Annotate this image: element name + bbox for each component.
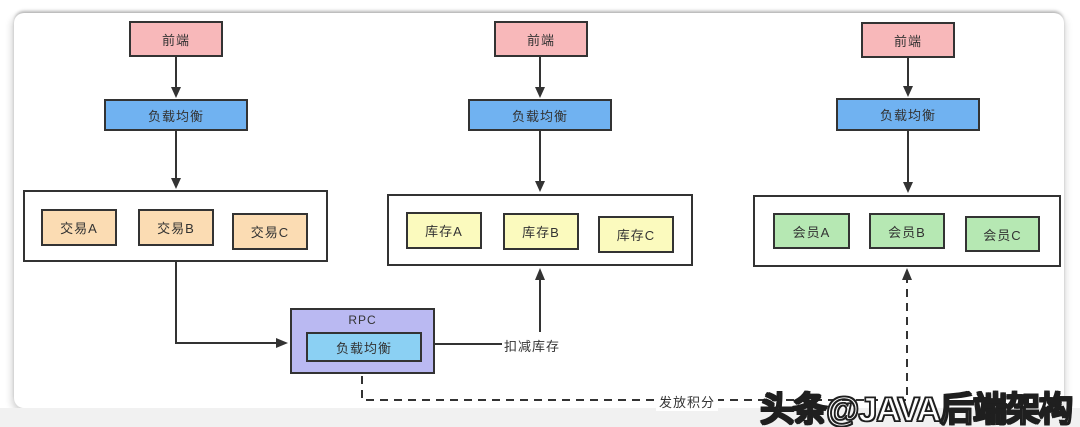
member-load-balancer-box: 负载均衡 — [836, 98, 980, 131]
trade-service-b-box: 交易B — [138, 209, 214, 246]
trade-load-balancer-label: 负载均衡 — [147, 108, 204, 124]
rpc-title: RPC — [348, 313, 377, 327]
inventory-load-balancer-box: 负载均衡 — [468, 99, 612, 131]
bottom-gray-strip — [0, 408, 1080, 427]
member-frontend-label: 前端 — [893, 33, 922, 49]
member-service-c-label: 会员C — [983, 227, 1022, 243]
trade-frontend-label: 前端 — [161, 32, 190, 48]
trade-service-c-label: 交易C — [250, 225, 290, 240]
inventory-service-b-box: 库存B — [503, 213, 579, 250]
inventory-service-a-box: 库存A — [406, 212, 482, 249]
watermark-text: 头条@JAVA后端架构 — [759, 390, 1073, 427]
trade-service-b-label: 交易B — [157, 221, 195, 236]
trade-service-a-box: 交易A — [41, 209, 117, 246]
edge-label-grant-points: 发放积分 — [656, 392, 719, 411]
member-service-b-label: 会员B — [888, 224, 926, 240]
member-service-b-box: 会员B — [869, 213, 945, 249]
rpc-load-balancer-label: 负载均衡 — [335, 340, 392, 356]
inventory-frontend-box: 前端 — [494, 21, 588, 57]
trade-frontend-box: 前端 — [129, 21, 223, 57]
inventory-service-c-label: 库存C — [616, 228, 656, 243]
member-load-balancer-label: 负载均衡 — [879, 108, 936, 123]
rpc-box: RPC 负载均衡 — [290, 308, 435, 374]
member-frontend-box: 前端 — [861, 22, 955, 58]
inventory-frontend-label: 前端 — [526, 32, 555, 48]
trade-service-a-label: 交易A — [60, 221, 98, 236]
edge-label-deduct-inventory: 扣减库存 — [504, 339, 561, 354]
inventory-load-balancer-label: 负载均衡 — [511, 108, 568, 124]
member-service-a-box: 会员A — [773, 213, 850, 249]
inventory-service-b-label: 库存B — [522, 225, 560, 240]
trade-service-c-box: 交易C — [232, 213, 308, 250]
inventory-service-c-box: 库存C — [598, 216, 674, 253]
member-service-c-box: 会员C — [965, 216, 1040, 252]
inventory-service-a-label: 库存A — [425, 224, 463, 239]
rpc-load-balancer-box: 负载均衡 — [306, 332, 422, 362]
member-service-a-label: 会员A — [792, 224, 831, 240]
trade-load-balancer-box: 负载均衡 — [104, 99, 248, 131]
